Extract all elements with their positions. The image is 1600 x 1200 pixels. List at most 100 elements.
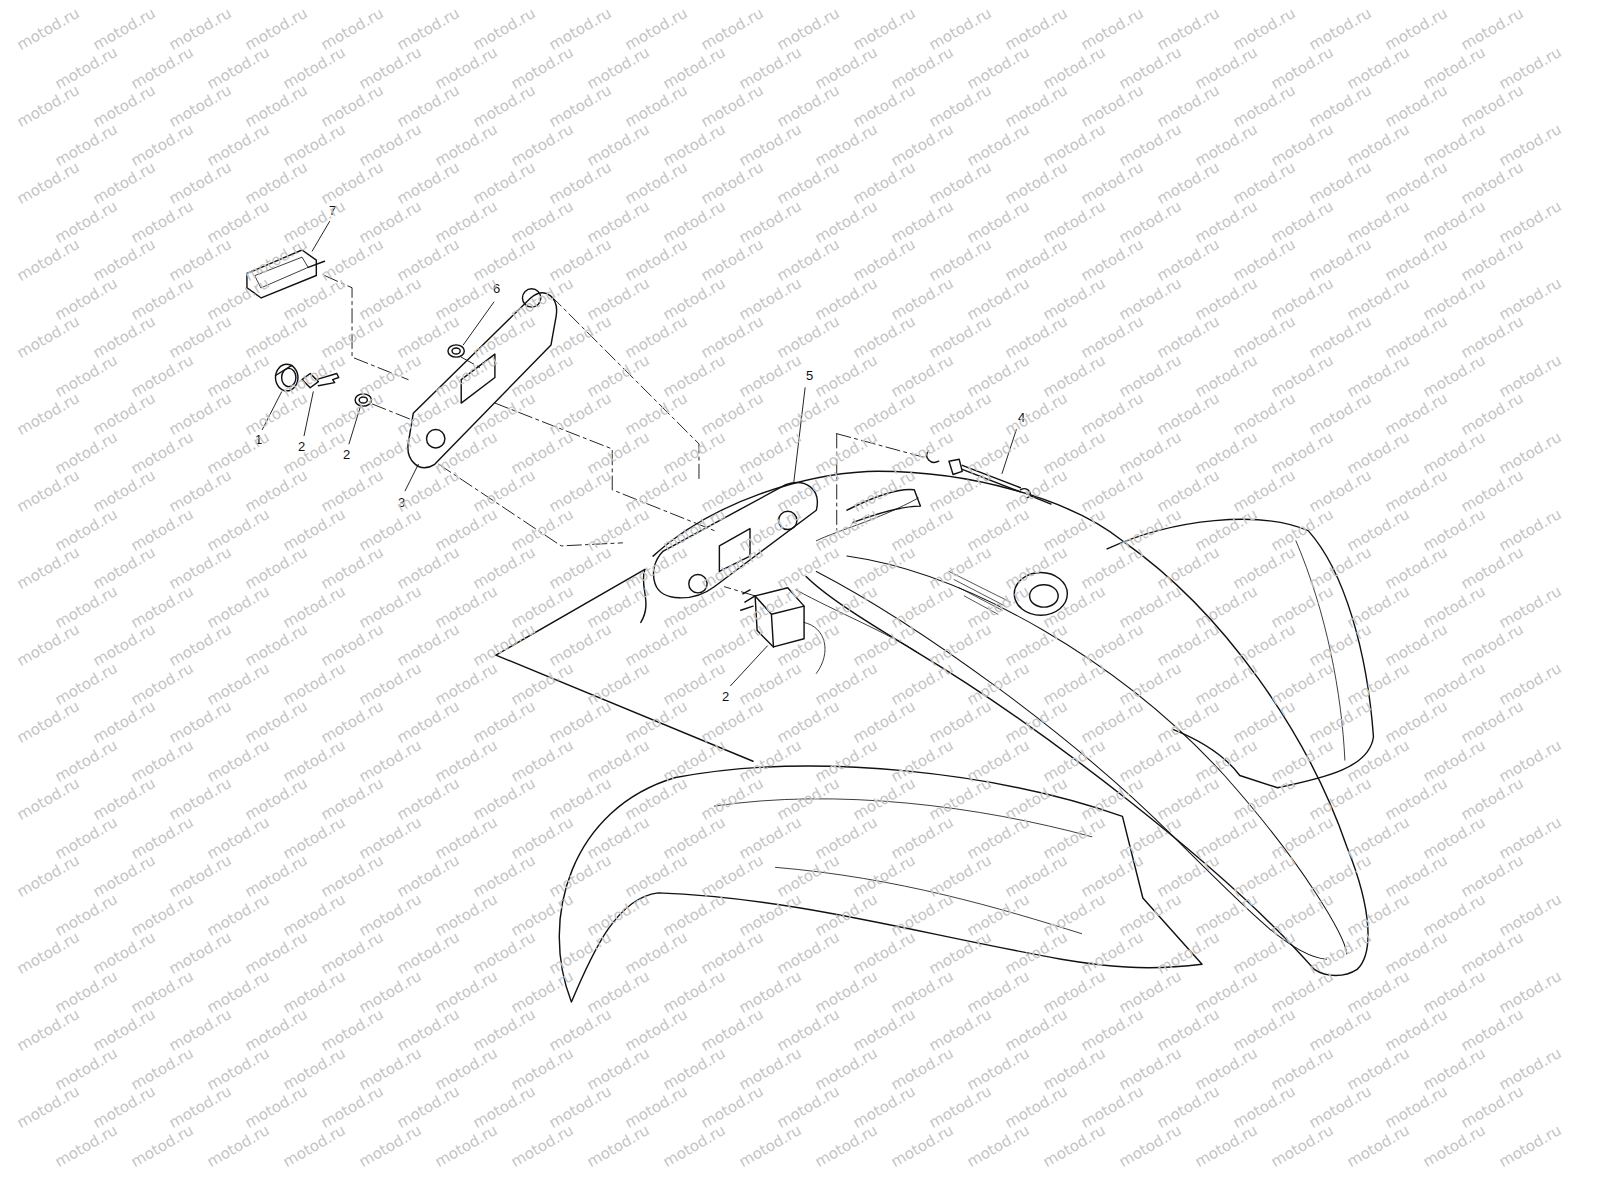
watermark: motod.ru <box>851 776 918 823</box>
watermark: motod.ru <box>129 122 196 169</box>
watermark: motod.ru <box>1269 584 1336 631</box>
watermark: motod.ru <box>1117 276 1184 323</box>
watermark: motod.ru <box>1079 622 1146 669</box>
watermark: motod.ru <box>623 545 690 592</box>
watermark: motod.ru <box>205 353 272 400</box>
watermark: motod.ru <box>661 738 728 785</box>
watermark: motod.ru <box>1003 853 1070 900</box>
watermark: motod.ru <box>1307 1007 1374 1054</box>
watermark: motod.ru <box>661 353 728 400</box>
watermark: motod.ru <box>1003 930 1070 977</box>
watermark: motod.ru <box>319 83 386 130</box>
watermark: motod.ru <box>851 391 918 438</box>
callout-number: 5 <box>806 369 813 382</box>
watermark: motod.ru <box>243 83 310 130</box>
watermark: motod.ru <box>281 661 348 708</box>
watermark: motod.ru <box>15 1007 82 1054</box>
watermark: motod.ru <box>509 276 576 323</box>
watermark: motod.ru <box>1497 353 1564 400</box>
watermark: motod.ru <box>129 353 196 400</box>
watermark: motod.ru <box>91 545 158 592</box>
watermark: motod.ru <box>965 353 1032 400</box>
watermark: motod.ru <box>1459 699 1526 746</box>
watermark: motod.ru <box>1003 314 1070 361</box>
watermark: motod.ru <box>1459 545 1526 592</box>
watermark: motod.ru <box>91 6 158 53</box>
watermark: motod.ru <box>1269 276 1336 323</box>
watermark: motod.ru <box>1345 584 1412 631</box>
watermark: motod.ru <box>15 1084 82 1131</box>
watermark: motod.ru <box>53 353 120 400</box>
watermark: motod.ru <box>813 661 880 708</box>
watermark: motod.ru <box>319 930 386 977</box>
watermark: motod.ru <box>319 622 386 669</box>
watermark: motod.ru <box>623 160 690 207</box>
watermark: motod.ru <box>547 622 614 669</box>
watermark: motod.ru <box>357 122 424 169</box>
watermark: motod.ru <box>1497 1046 1564 1093</box>
watermark: motod.ru <box>1497 430 1564 477</box>
watermark: motod.ru <box>471 545 538 592</box>
watermark: motod.ru <box>1345 892 1412 939</box>
watermark: motod.ru <box>243 1007 310 1054</box>
watermark: motod.ru <box>851 853 918 900</box>
watermark: motod.ru <box>585 969 652 1016</box>
watermark: motod.ru <box>889 199 956 246</box>
watermark: motod.ru <box>395 6 462 53</box>
watermark: motod.ru <box>357 353 424 400</box>
watermark: motod.ru <box>433 661 500 708</box>
watermark: motod.ru <box>243 622 310 669</box>
watermark: motod.ru <box>1193 1046 1260 1093</box>
watermark: motod.ru <box>1003 391 1070 438</box>
watermark: motod.ru <box>129 815 196 862</box>
watermark: motod.ru <box>737 892 804 939</box>
watermark: motod.ru <box>15 468 82 515</box>
watermark: motod.ru <box>395 776 462 823</box>
watermark: motod.ru <box>205 738 272 785</box>
watermark: motod.ru <box>927 622 994 669</box>
watermark: motod.ru <box>1231 314 1298 361</box>
watermark: motod.ru <box>1269 430 1336 477</box>
watermark: motod.ru <box>699 622 766 669</box>
watermark: motod.ru <box>927 314 994 361</box>
watermark: motod.ru <box>737 276 804 323</box>
watermark: motod.ru <box>1003 776 1070 823</box>
watermark: motod.ru <box>1003 237 1070 284</box>
watermark: motod.ru <box>91 1084 158 1131</box>
watermark: motod.ru <box>1079 699 1146 746</box>
watermark: motod.ru <box>509 1123 576 1170</box>
watermark: motod.ru <box>319 776 386 823</box>
watermark: motod.ru <box>129 892 196 939</box>
watermark: motod.ru <box>1269 892 1336 939</box>
watermark: motod.ru <box>1269 661 1336 708</box>
watermark: motod.ru <box>1231 468 1298 515</box>
watermark: motod.ru <box>813 430 880 477</box>
watermark: motod.ru <box>1193 45 1260 92</box>
watermark: motod.ru <box>661 45 728 92</box>
watermark: motod.ru <box>1079 237 1146 284</box>
watermark: motod.ru <box>433 507 500 554</box>
watermark: motod.ru <box>15 391 82 438</box>
watermark: motod.ru <box>1155 314 1222 361</box>
watermark: motod.ru <box>53 892 120 939</box>
watermark: motod.ru <box>395 468 462 515</box>
watermark: motod.ru <box>1307 622 1374 669</box>
watermark: motod.ru <box>547 6 614 53</box>
watermark: motod.ru <box>53 584 120 631</box>
watermark: motod.ru <box>1079 776 1146 823</box>
watermark: motod.ru <box>167 776 234 823</box>
watermark: motod.ru <box>1117 45 1184 92</box>
watermark: motod.ru <box>889 584 956 631</box>
watermark: motod.ru <box>775 314 842 361</box>
watermark: motod.ru <box>1117 661 1184 708</box>
watermark: motod.ru <box>547 930 614 977</box>
watermark: motod.ru <box>1459 1007 1526 1054</box>
watermark: motod.ru <box>471 6 538 53</box>
watermark: motod.ru <box>509 1046 576 1093</box>
watermark: motod.ru <box>1231 160 1298 207</box>
watermark: motod.ru <box>1155 545 1222 592</box>
watermark: motod.ru <box>15 853 82 900</box>
watermark: motod.ru <box>1345 969 1412 1016</box>
watermark: motod.ru <box>1269 969 1336 1016</box>
watermark: motod.ru <box>395 622 462 669</box>
